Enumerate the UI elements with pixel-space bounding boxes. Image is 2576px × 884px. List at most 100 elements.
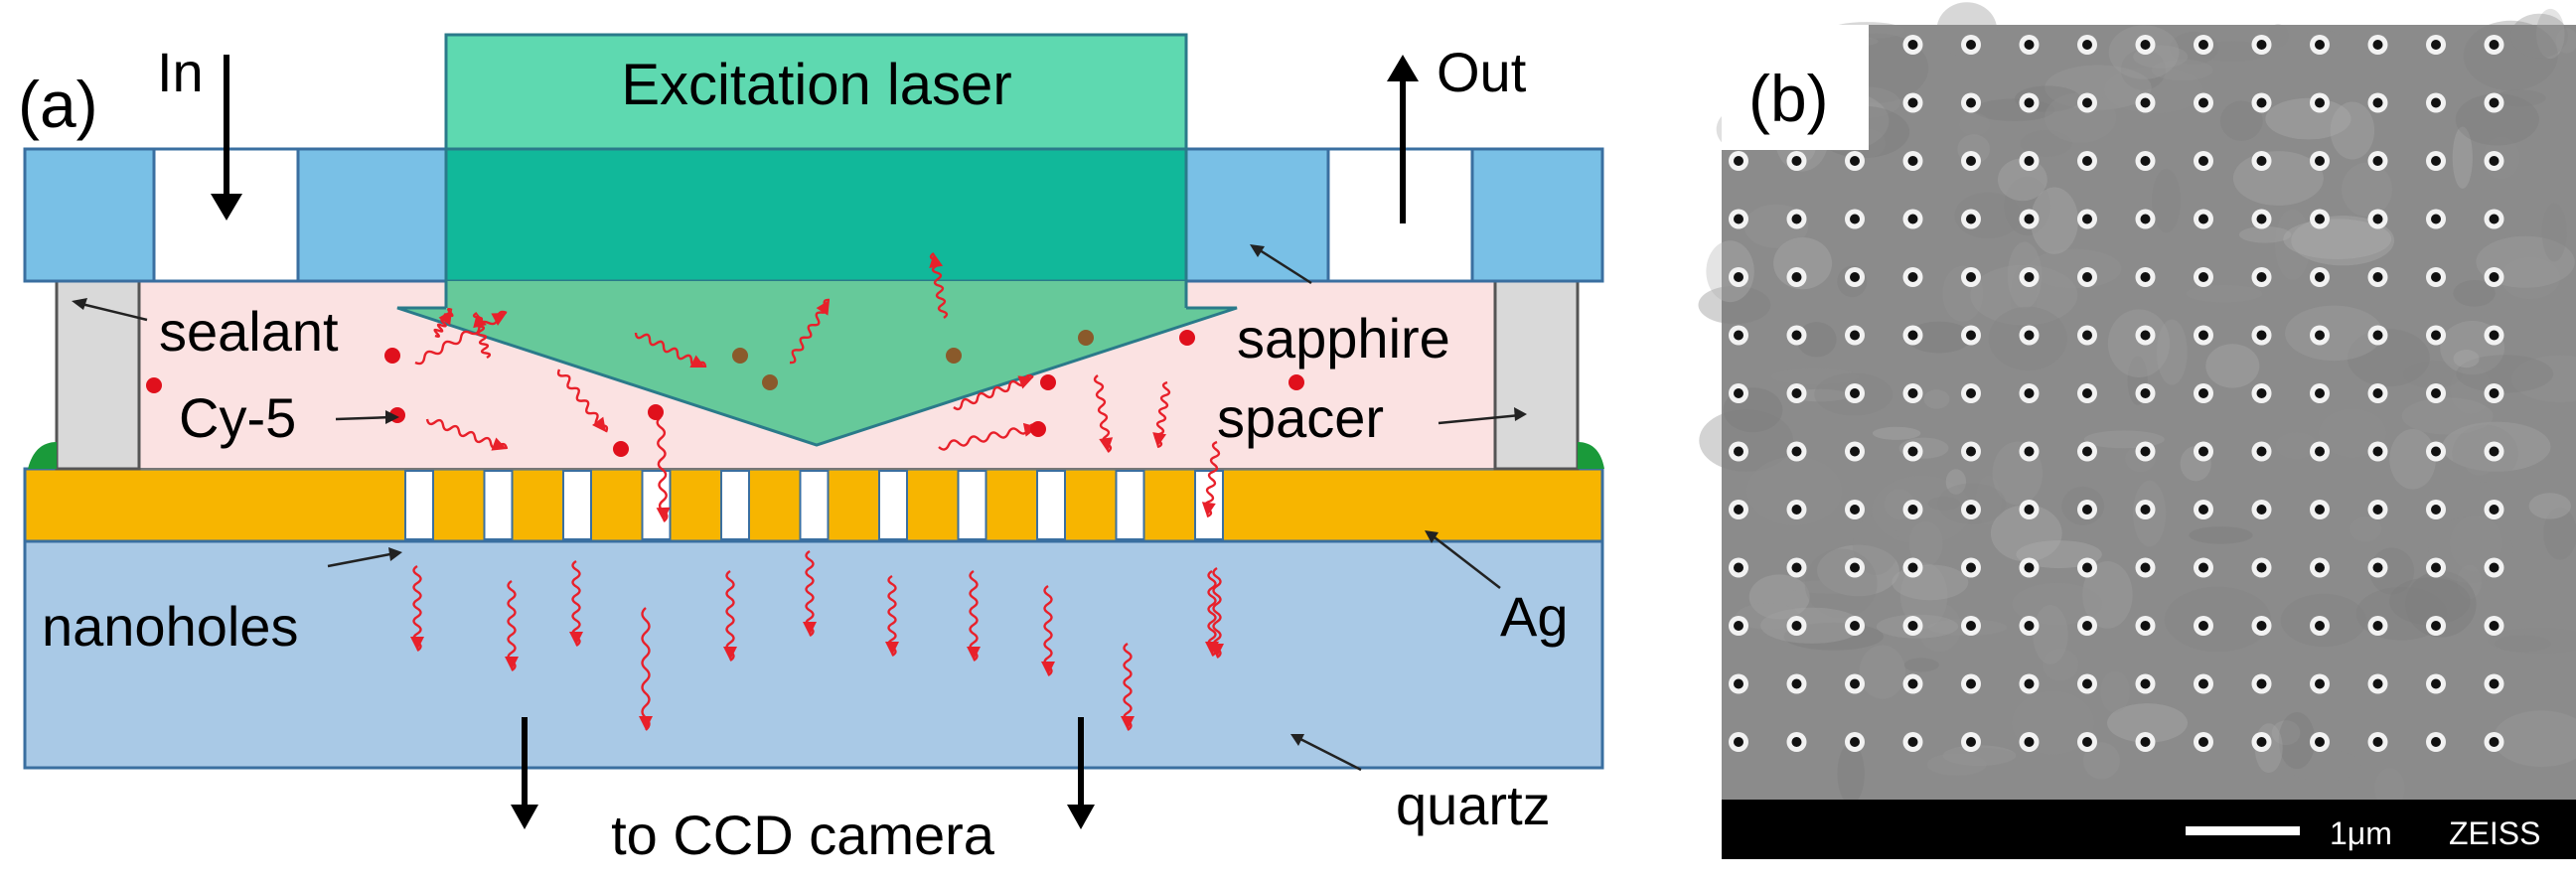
nanohole — [562, 470, 592, 540]
sem-hole — [2198, 272, 2208, 282]
sem-grain — [2453, 280, 2496, 307]
sem-hole — [1907, 737, 1918, 747]
quencher-molecule — [732, 348, 748, 364]
sem-grain — [2196, 41, 2271, 62]
sem-grain — [1929, 747, 2018, 766]
sem-grain — [2267, 24, 2289, 48]
panel-b-label-box — [1722, 25, 1869, 150]
sem-hole — [2256, 737, 2267, 747]
sem-hole — [2256, 446, 2267, 457]
spacer-right — [1493, 279, 1580, 471]
sem-grain — [2374, 768, 2405, 809]
nanohole — [641, 470, 672, 540]
cy5-molecule — [1040, 374, 1056, 390]
sem-hole — [2140, 40, 2151, 50]
sem-hole — [2431, 97, 2441, 108]
sem-grain — [2510, 355, 2576, 402]
sem-hole — [2024, 505, 2035, 515]
sem-hole — [1966, 678, 1976, 689]
sem-hole — [2082, 156, 2092, 166]
sem-grain — [2488, 628, 2576, 654]
sem-grain — [1945, 469, 1967, 495]
sem-grain — [2186, 285, 2263, 303]
sem-grain — [2107, 309, 2171, 378]
sem-texture — [1698, 2, 2576, 809]
sem-grain — [2342, 162, 2392, 217]
sem-grain — [2541, 203, 2567, 262]
sem-grain — [2012, 582, 2102, 626]
sem-grain — [2276, 432, 2318, 459]
nanoholes-label: nanoholes — [42, 595, 298, 658]
sem-hole — [1907, 505, 1918, 515]
sem-grain — [2493, 710, 2576, 768]
quencher-molecule — [762, 374, 778, 390]
sem-grain — [1976, 476, 2002, 525]
sem-grain — [2319, 408, 2386, 458]
sem-hole — [1791, 678, 1802, 689]
sem-hole — [1791, 505, 1802, 515]
sem-hole — [2489, 97, 2500, 108]
sem-grain — [1699, 409, 1794, 472]
sem-grain — [1706, 240, 1754, 303]
sem-hole — [2082, 272, 2092, 282]
sem-hole — [1966, 505, 1976, 515]
sem-grain — [2265, 97, 2351, 140]
sem-hole — [1907, 446, 1918, 457]
sem-hole — [2431, 330, 2441, 341]
sem-grain — [1917, 603, 1961, 653]
emission-wave-head — [473, 313, 487, 329]
spacer-left — [55, 279, 141, 471]
sem-grain — [2020, 130, 2072, 157]
sem-grain — [2555, 28, 2576, 54]
sem-hole — [2372, 678, 2383, 689]
sem-hole — [2140, 214, 2151, 224]
sem-hole — [1734, 678, 1743, 689]
sem-grain — [2465, 453, 2494, 476]
sem-hole — [2372, 330, 2383, 341]
sem-hole — [2082, 562, 2092, 573]
sem-grain — [2453, 350, 2480, 368]
sem-hole — [2372, 621, 2383, 631]
sem-grain — [1908, 520, 1943, 567]
sem-grain — [2033, 605, 2068, 664]
sem-hole — [1907, 156, 1918, 166]
sem-grain — [2283, 219, 2392, 259]
sem-hole — [2256, 330, 2267, 341]
ccd-arrowhead-right — [1067, 805, 1095, 829]
emission-wave — [969, 569, 979, 663]
sem-grain — [2330, 101, 2375, 160]
sem-grain — [2045, 65, 2152, 110]
sem-hole — [1850, 388, 1860, 398]
sem-hole — [1850, 214, 1860, 224]
sem-hole — [1791, 621, 1802, 631]
emission-wave-head — [929, 253, 944, 268]
sem-hole — [1791, 214, 1802, 224]
sem-hole — [2431, 272, 2441, 282]
sem-hole — [1966, 330, 1976, 341]
sem-hole — [2198, 156, 2208, 166]
sem-hole — [1966, 214, 1976, 224]
sem-grain — [2455, 93, 2539, 146]
sem-hole — [2198, 621, 2208, 631]
ccd-label: to CCD camera — [611, 804, 995, 866]
sem-hole — [1791, 562, 1802, 573]
cy5-molecule — [613, 441, 629, 457]
sem-grain — [2536, 8, 2565, 60]
sem-hole — [2372, 156, 2383, 166]
sem-hole — [2372, 97, 2383, 108]
cy5-label: Cy-5 — [179, 386, 296, 449]
sem-grain — [1959, 112, 1990, 136]
sem-hole — [2489, 621, 2500, 631]
sem-grain — [1872, 426, 1921, 440]
cy5-molecule — [146, 377, 162, 393]
sem-grain — [1926, 753, 1987, 776]
sem-hole — [2140, 678, 2151, 689]
sem-hole — [1907, 40, 1918, 50]
sem-hole — [2256, 678, 2267, 689]
cy5-molecule — [1288, 374, 1304, 390]
sem-hole — [2372, 40, 2383, 50]
emission-wave-head — [505, 657, 519, 670]
sem-hole — [2082, 621, 2092, 631]
sem-hole — [2024, 156, 2035, 166]
sem-grain — [1698, 285, 1771, 325]
